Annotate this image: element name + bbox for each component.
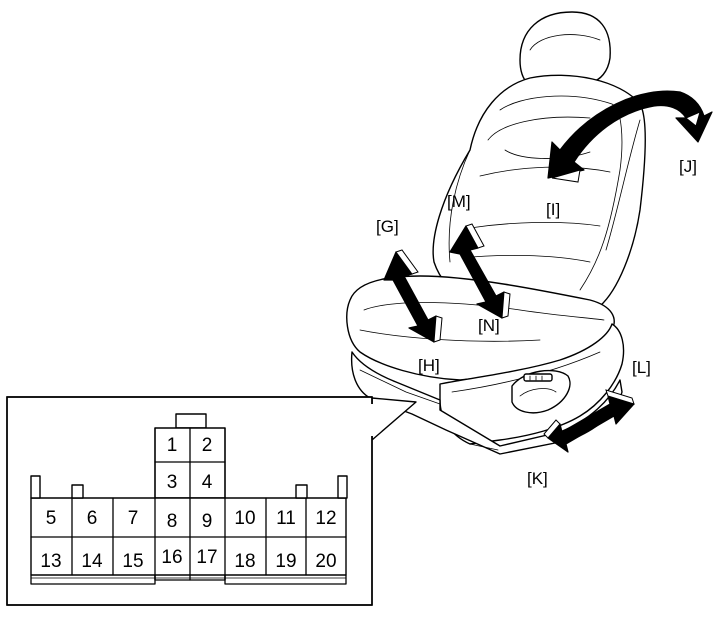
label-l: [L] xyxy=(632,358,651,377)
recline-arrow xyxy=(547,90,713,183)
height-arrow-rear xyxy=(449,223,511,319)
pin-2: 2 xyxy=(202,435,213,456)
label-m: [M] xyxy=(447,192,471,211)
pin-6: 6 xyxy=(87,508,98,529)
pin-11: 11 xyxy=(276,508,296,529)
label-g: [G] xyxy=(376,217,399,236)
pin-17: 17 xyxy=(196,547,217,568)
pin-8: 8 xyxy=(167,511,178,532)
pin-20: 20 xyxy=(315,551,336,572)
label-h: [H] xyxy=(418,356,440,375)
label-k: [K] xyxy=(527,469,548,488)
pin-7: 7 xyxy=(128,508,139,529)
connector-body xyxy=(30,413,348,585)
label-i: [I] xyxy=(546,200,560,219)
pin-9: 9 xyxy=(202,511,213,532)
pin-14: 14 xyxy=(81,551,103,572)
pin-5: 5 xyxy=(46,508,57,529)
pin-13: 13 xyxy=(40,551,61,572)
pin-18: 18 xyxy=(234,551,255,572)
letter-labels: [G] [H] [I] [J] [K] [L] [M] [N] xyxy=(376,157,697,488)
pin-15: 15 xyxy=(122,551,143,572)
connector-callout: 1 2 3 4 5 6 7 8 9 10 11 12 13 14 15 16 1… xyxy=(6,396,417,606)
pin-10: 10 xyxy=(234,508,255,529)
slide-arrow xyxy=(543,389,635,453)
pin-1: 1 xyxy=(167,435,178,456)
height-arrow-front xyxy=(383,249,443,343)
pin-4: 4 xyxy=(202,472,213,493)
pin-numbers: 1 2 3 4 5 6 7 8 9 10 11 12 13 14 15 16 1… xyxy=(40,435,336,572)
label-j: [J] xyxy=(679,157,697,176)
pin-16: 16 xyxy=(161,547,182,568)
pin-3: 3 xyxy=(167,472,178,493)
pin-12: 12 xyxy=(315,508,336,529)
pin-19: 19 xyxy=(275,551,296,572)
label-n: [N] xyxy=(478,316,500,335)
